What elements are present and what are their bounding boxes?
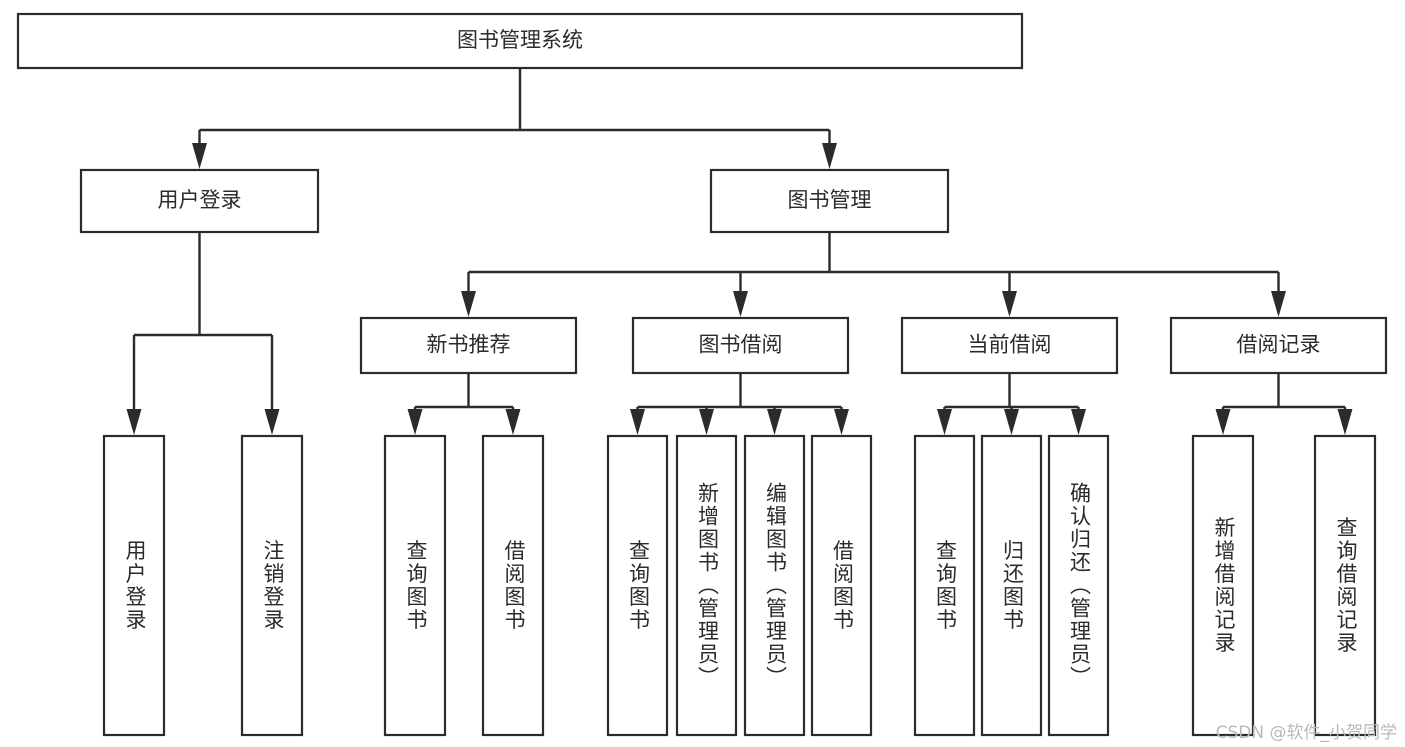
arrowhead-icon xyxy=(834,409,849,435)
connector-group-root xyxy=(192,68,837,169)
node-box-l3_add_book[interactable] xyxy=(675,434,738,737)
arrowhead-icon xyxy=(1215,409,1231,435)
node-label-l2_book_borrow: 图书借阅 xyxy=(699,333,783,357)
node-l1_user_login[interactable]: 用户登录 xyxy=(79,168,320,234)
node-l3_return_book[interactable]: 归还图书 xyxy=(980,434,1043,737)
node-label-l3_edit_book: 编辑图书（管理员） xyxy=(764,482,788,689)
node-l3_borrow_book_a[interactable]: 借阅图书 xyxy=(481,434,545,737)
arrowhead-icon xyxy=(264,409,280,435)
node-label-l3_add_record: 新增借阅记录 xyxy=(1212,517,1236,655)
arrowhead-icon xyxy=(461,291,476,317)
node-label-l3_borrow_book_a: 借阅图书 xyxy=(502,540,526,632)
arrowhead-icon xyxy=(699,409,714,435)
node-label-l3_return_book: 归还图书 xyxy=(1001,540,1025,632)
arrowhead-icon xyxy=(1337,409,1353,435)
connector-group-l1_book_manage xyxy=(461,232,1286,317)
node-l3_edit_book[interactable]: 编辑图书（管理员） xyxy=(743,434,806,737)
node-l3_add_book[interactable]: 新增图书（管理员） xyxy=(675,434,738,737)
node-l2_borrow_record[interactable]: 借阅记录 xyxy=(1169,316,1388,375)
arrowhead-icon xyxy=(126,409,142,435)
node-box-l3_query_book_b[interactable] xyxy=(606,434,669,737)
node-box-l3_logout[interactable] xyxy=(240,434,304,737)
node-label-l2_borrow_record: 借阅记录 xyxy=(1237,333,1321,357)
node-box-l2_new_book_rec[interactable] xyxy=(359,316,578,375)
arrowhead-icon xyxy=(733,291,748,317)
node-l3_confirm_return[interactable]: 确认归还（管理员） xyxy=(1047,434,1110,737)
node-l3_query_record[interactable]: 查询借阅记录 xyxy=(1313,434,1377,737)
node-box-l3_query_book_c[interactable] xyxy=(913,434,976,737)
node-label-l2_new_book_rec: 新书推荐 xyxy=(427,333,511,357)
node-l2_book_borrow[interactable]: 图书借阅 xyxy=(631,316,850,375)
node-box-l3_return_book[interactable] xyxy=(980,434,1043,737)
arrowhead-icon xyxy=(505,409,521,435)
arrowhead-icon xyxy=(407,409,423,435)
node-l3_borrow_book_b[interactable]: 借阅图书 xyxy=(810,434,873,737)
node-l3_logout[interactable]: 注销登录 xyxy=(240,434,304,737)
connector-layer xyxy=(126,68,1353,435)
node-label-l3_confirm_return: 确认归还（管理员） xyxy=(1068,482,1092,689)
node-label-root: 图书管理系统 xyxy=(457,28,583,52)
node-l3_add_record[interactable]: 新增借阅记录 xyxy=(1191,434,1255,737)
node-box-l1_user_login[interactable] xyxy=(79,168,320,234)
arrowhead-icon xyxy=(630,409,645,435)
node-l2_current_borrow[interactable]: 当前借阅 xyxy=(900,316,1119,375)
node-l3_query_book_b[interactable]: 查询图书 xyxy=(606,434,669,737)
arrowhead-icon xyxy=(1002,291,1017,317)
connector-group-l2_new_book_rec xyxy=(407,373,521,435)
connector-group-l2_book_borrow xyxy=(630,373,849,435)
node-l2_new_book_rec[interactable]: 新书推荐 xyxy=(359,316,578,375)
arrowhead-icon xyxy=(1271,291,1286,317)
arrowhead-icon xyxy=(1004,409,1019,435)
node-label-l3_query_book_c: 查询图书 xyxy=(934,540,958,632)
node-layer: 图书管理系统用户登录图书管理新书推荐图书借阅当前借阅借阅记录用户登录注销登录查询… xyxy=(16,12,1388,737)
node-box-root[interactable] xyxy=(16,12,1024,70)
node-l3_user_login[interactable]: 用户登录 xyxy=(102,434,166,737)
node-root[interactable]: 图书管理系统 xyxy=(16,12,1024,70)
node-box-l2_borrow_record[interactable] xyxy=(1169,316,1388,375)
node-label-l1_book_manage: 图书管理 xyxy=(788,188,872,212)
node-box-l3_user_login[interactable] xyxy=(102,434,166,737)
node-box-l3_confirm_return[interactable] xyxy=(1047,434,1110,737)
arrowhead-icon xyxy=(767,409,782,435)
node-l3_query_book_a[interactable]: 查询图书 xyxy=(383,434,447,737)
arrowhead-icon xyxy=(822,143,837,169)
node-box-l1_book_manage[interactable] xyxy=(709,168,950,234)
node-l1_book_manage[interactable]: 图书管理 xyxy=(709,168,950,234)
node-box-l3_query_book_a[interactable] xyxy=(383,434,447,737)
node-label-l2_current_borrow: 当前借阅 xyxy=(968,333,1052,357)
node-box-l2_book_borrow[interactable] xyxy=(631,316,850,375)
node-label-l3_query_book_b: 查询图书 xyxy=(627,540,651,632)
connector-group-l2_current_borrow xyxy=(937,373,1086,435)
connector-group-l1_user_login xyxy=(126,232,280,435)
node-label-l3_borrow_book_b: 借阅图书 xyxy=(831,540,855,632)
node-label-l3_add_book: 新增图书（管理员） xyxy=(696,482,720,689)
arrowhead-icon xyxy=(192,143,207,169)
node-box-l3_borrow_book_a[interactable] xyxy=(481,434,545,737)
node-label-l3_query_record: 查询借阅记录 xyxy=(1334,517,1358,655)
node-box-l3_borrow_book_b[interactable] xyxy=(810,434,873,737)
node-label-l3_query_book_a: 查询图书 xyxy=(404,540,428,632)
node-box-l3_edit_book[interactable] xyxy=(743,434,806,737)
node-l3_query_book_c[interactable]: 查询图书 xyxy=(913,434,976,737)
node-box-l2_current_borrow[interactable] xyxy=(900,316,1119,375)
node-label-l3_logout: 注销登录 xyxy=(261,540,285,632)
arrowhead-icon xyxy=(1071,409,1086,435)
node-label-l1_user_login: 用户登录 xyxy=(158,188,242,212)
node-box-l3_add_record[interactable] xyxy=(1191,434,1255,737)
node-label-l3_user_login: 用户登录 xyxy=(123,540,147,632)
connector-group-l2_borrow_record xyxy=(1215,373,1353,435)
arrowhead-icon xyxy=(937,409,952,435)
node-box-l3_query_record[interactable] xyxy=(1313,434,1377,737)
